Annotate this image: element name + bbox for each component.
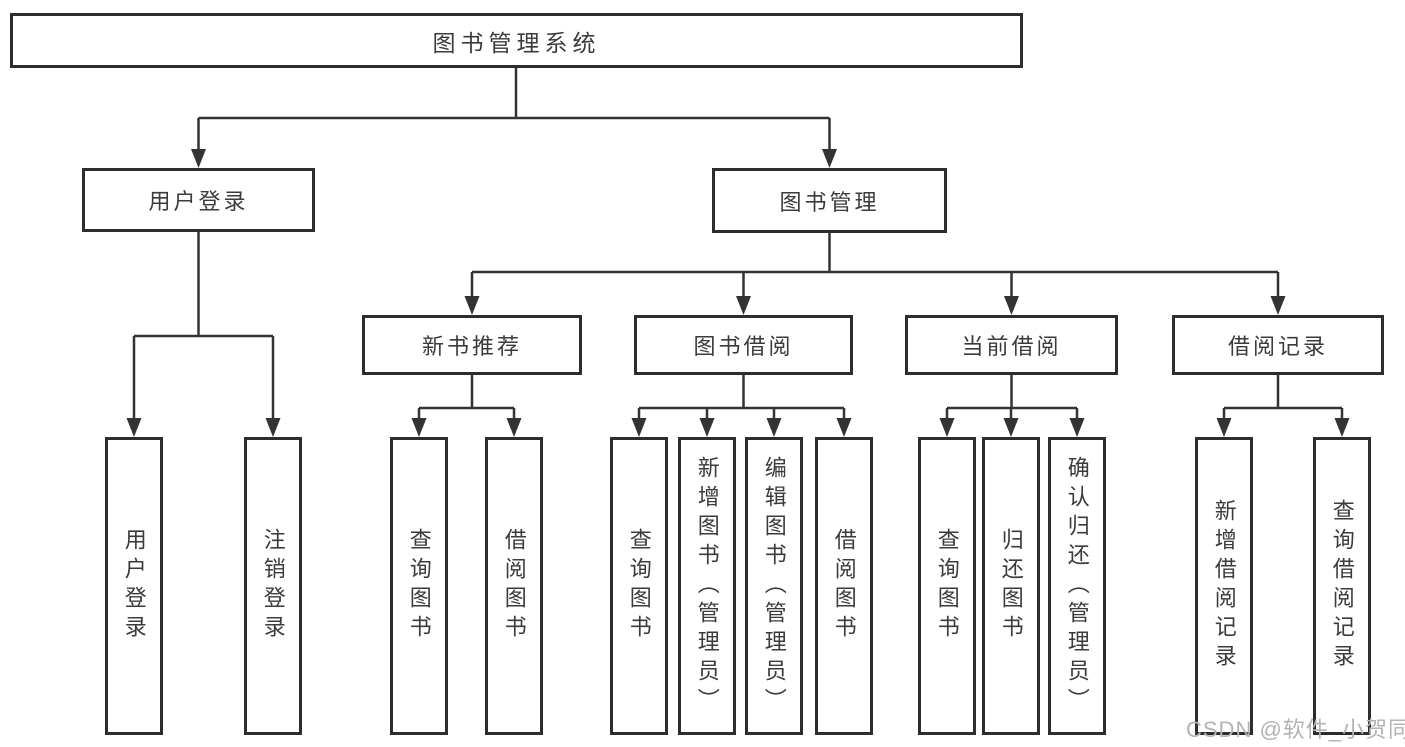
arrowheads: [126, 149, 1350, 437]
edge-book-borrowing-children: [637, 375, 846, 420]
node-current-borrowing: 当前借阅: [905, 315, 1118, 375]
node-borrowing-records: 借阅记录: [1172, 315, 1384, 375]
leaf-borrow-books-recommend-label: 借阅图书: [501, 528, 527, 644]
leaf-borrow-books-recommend: 借阅图书: [485, 437, 543, 735]
leaf-add-book-admin: 新增图书（管理员）: [678, 437, 736, 735]
edge-book-management-children: [470, 233, 1280, 298]
leaf-query-books-recommend: 查询图书: [390, 437, 448, 735]
leaf-edit-book-admin-label: 编辑图书（管理员）: [761, 455, 787, 717]
leaf-return-books: 归还图书: [982, 437, 1040, 735]
node-book-borrowing: 图书借阅: [634, 315, 853, 375]
leaf-add-borrow-record: 新增借阅记录: [1195, 437, 1253, 735]
leaf-query-books-current-label: 查询图书: [934, 528, 960, 644]
leaf-query-books-recommend-label: 查询图书: [406, 528, 432, 644]
node-current-borrowing-label: 当前借阅: [961, 334, 1062, 359]
leaf-user-login-label: 用户登录: [121, 528, 147, 644]
node-new-book-recommendation: 新书推荐: [362, 315, 582, 375]
edge-new-book-children: [417, 375, 516, 420]
node-book-management-label: 图书管理: [779, 189, 880, 215]
node-book-management: 图书管理: [712, 168, 947, 233]
node-user-login: 用户登录: [82, 168, 315, 232]
node-user-login-label: 用户登录: [148, 189, 249, 214]
edge-current-borrowing-children: [945, 375, 1079, 420]
node-library-system-label: 图书管理系统: [432, 29, 601, 56]
leaf-borrow-books-borrowing-label: 借阅图书: [831, 528, 857, 644]
leaf-borrow-books-borrowing: 借阅图书: [815, 437, 873, 735]
leaf-query-borrow-record-label: 查询借阅记录: [1329, 499, 1355, 673]
node-book-borrowing-label: 图书借阅: [693, 334, 794, 359]
watermark: CSDN @软件_小贺同学: [1186, 717, 1405, 742]
leaf-query-borrow-record: 查询借阅记录: [1313, 437, 1371, 735]
leaf-logout-login: 注销登录: [244, 437, 302, 735]
leaf-add-borrow-record-label: 新增借阅记录: [1211, 499, 1237, 673]
leaf-query-books-borrowing-label: 查询图书: [626, 528, 652, 644]
edge-user-login-children: [132, 232, 275, 420]
leaf-confirm-return-admin: 确认归还（管理员）: [1048, 437, 1106, 735]
edge-root-to-branches: [197, 68, 831, 151]
leaf-confirm-return-admin-label: 确认归还（管理员）: [1064, 455, 1090, 717]
leaf-logout-login-label: 注销登录: [260, 528, 286, 644]
node-library-system: 图书管理系统: [10, 13, 1023, 68]
node-new-book-recommendation-label: 新书推荐: [421, 334, 522, 359]
leaf-query-books-current: 查询图书: [918, 437, 976, 735]
leaf-return-books-label: 归还图书: [998, 528, 1024, 644]
leaf-add-book-admin-label: 新增图书（管理员）: [694, 455, 720, 717]
edge-borrowing-records-children: [1222, 375, 1344, 420]
leaf-user-login: 用户登录: [105, 437, 163, 735]
leaf-query-books-borrowing: 查询图书: [610, 437, 668, 735]
node-borrowing-records-label: 借阅记录: [1227, 334, 1328, 359]
leaf-edit-book-admin: 编辑图书（管理员）: [745, 437, 803, 735]
